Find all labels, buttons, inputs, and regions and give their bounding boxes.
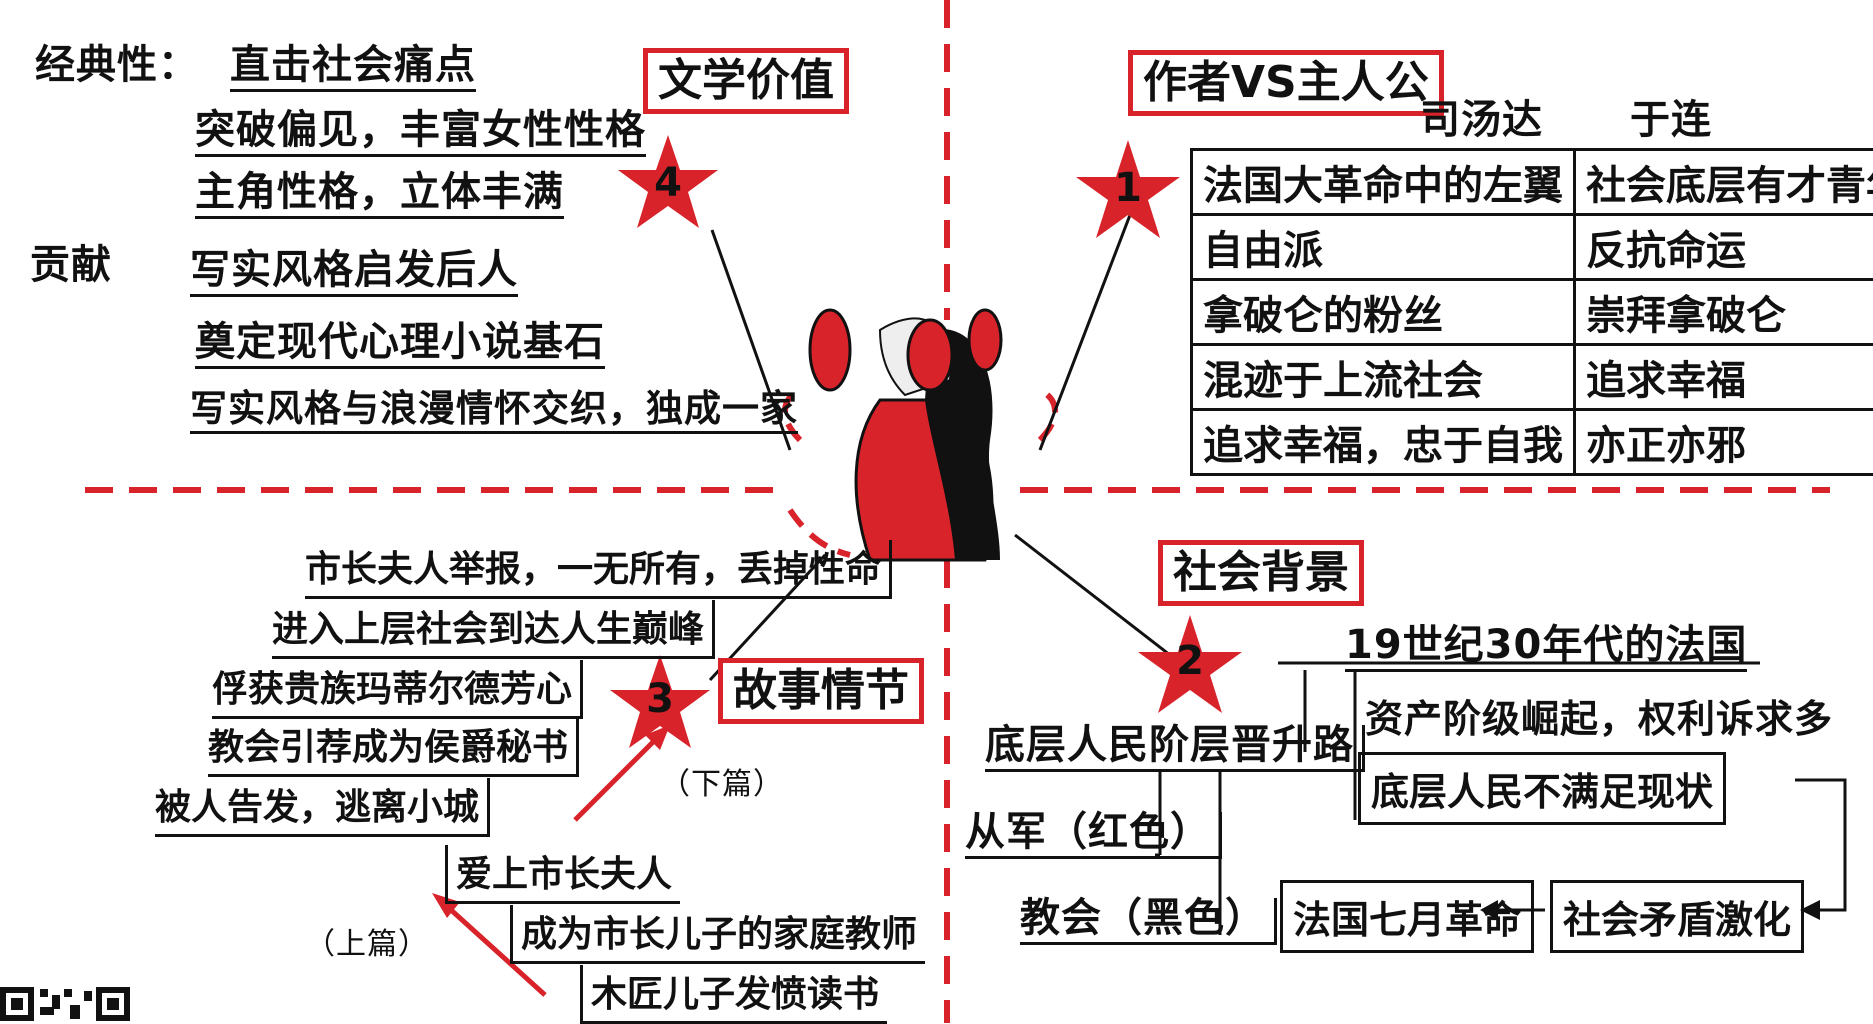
plot-step: 俘获贵族玛蒂尔德芳心 xyxy=(212,660,583,719)
table-row: 追求幸福，忠于自我 亦正亦邪 xyxy=(1192,410,1873,475)
plot-step: 爱上市长夫人 xyxy=(445,845,680,904)
plot-step: 木匠儿子发愤读书 xyxy=(580,965,887,1024)
hero-cell: 追求幸福 xyxy=(1575,345,1873,410)
qr-code-icon xyxy=(0,985,140,1023)
hero-cell: 社会底层有才青年 xyxy=(1575,150,1873,215)
plot-step: 教会引荐成为侯爵秘书 xyxy=(208,718,579,777)
table-row: 法国大革命中的左翼 社会底层有才青年 xyxy=(1192,150,1873,215)
cause-2-box: 底层人民不满足现状 xyxy=(1358,752,1726,825)
cause-1: 资产阶级崛起，权利诉求多 xyxy=(1365,700,1833,738)
connector-1 xyxy=(1040,215,1130,450)
plot-arrow-lower xyxy=(575,730,665,820)
comparison-table: 法国大革命中的左翼 社会底层有才青年 自由派 反抗命运 拿破仑的粉丝 崇拜拿破仑… xyxy=(1190,148,1873,476)
path-church: 教会（黑色） xyxy=(1020,898,1277,945)
connector-2 xyxy=(1015,535,1170,655)
hero-cell: 反抗命运 xyxy=(1575,215,1873,280)
social-bg-title: 社会背景 xyxy=(1158,540,1364,606)
header-stendhal: 司汤达 xyxy=(1420,100,1543,140)
classic-label: 经典性： xyxy=(35,45,199,85)
center-mask-figure xyxy=(785,310,1055,560)
table-row: 混迹于上流社会 追求幸福 xyxy=(1192,345,1873,410)
star-4-number: 4 xyxy=(638,160,698,206)
lit-value-title: 文学价值 xyxy=(643,48,849,114)
author-vs-hero-title: 作者VS主人公 xyxy=(1128,50,1444,116)
author-cell: 混迹于上流社会 xyxy=(1192,345,1575,410)
classic-item-3: 主角性格，立体丰满 xyxy=(195,172,564,219)
table-row: 拿破仑的粉丝 崇拜拿破仑 xyxy=(1192,280,1873,345)
author-cell: 追求幸福，忠于自我 xyxy=(1192,410,1575,475)
plot-step: 进入上层社会到达人生巅峰 xyxy=(272,600,715,659)
plot-step: 被人告发，逃离小城 xyxy=(155,778,490,837)
classic-item-2: 突破偏见，丰富女性性格 xyxy=(195,110,646,157)
plot-title: 故事情节 xyxy=(718,658,924,724)
contrib-item-3: 写实风格与浪漫情怀交织，独成一家 xyxy=(190,390,798,434)
part-upper-label: （上篇） xyxy=(305,930,429,960)
table-row: 自由派 反抗命运 xyxy=(1192,215,1873,280)
star-3-number: 3 xyxy=(630,676,690,722)
hero-cell: 亦正亦邪 xyxy=(1575,410,1873,475)
hero-cell: 崇拜拿破仑 xyxy=(1575,280,1873,345)
plot-step: 成为市长儿子的家庭教师 xyxy=(510,905,925,964)
star-1-number: 1 xyxy=(1098,165,1158,211)
plot-step: 市长夫人举报，一无所有，丢掉性命 xyxy=(305,540,892,599)
path-label: 底层人民阶层晋升路 xyxy=(985,725,1365,772)
contrib-item-1: 写实风格启发后人 xyxy=(190,250,518,297)
author-cell: 拿破仑的粉丝 xyxy=(1192,280,1575,345)
revolution-box: 法国七月革命 xyxy=(1280,880,1534,953)
contrib-label: 贡献 xyxy=(30,245,112,285)
header-julien: 于连 xyxy=(1630,100,1712,140)
author-cell: 法国大革命中的左翼 xyxy=(1192,150,1575,215)
classic-item-1: 直击社会痛点 xyxy=(230,45,476,92)
author-cell: 自由派 xyxy=(1192,215,1575,280)
star-2-number: 2 xyxy=(1160,638,1220,684)
path-army: 从军（红色） xyxy=(965,812,1222,859)
part-lower-label: （下篇） xyxy=(660,770,784,800)
era-label: 19世纪30年代的法国 xyxy=(1345,625,1747,672)
contrib-item-2: 奠定现代心理小说基石 xyxy=(195,322,605,369)
conflict-box: 社会矛盾激化 xyxy=(1550,880,1804,953)
